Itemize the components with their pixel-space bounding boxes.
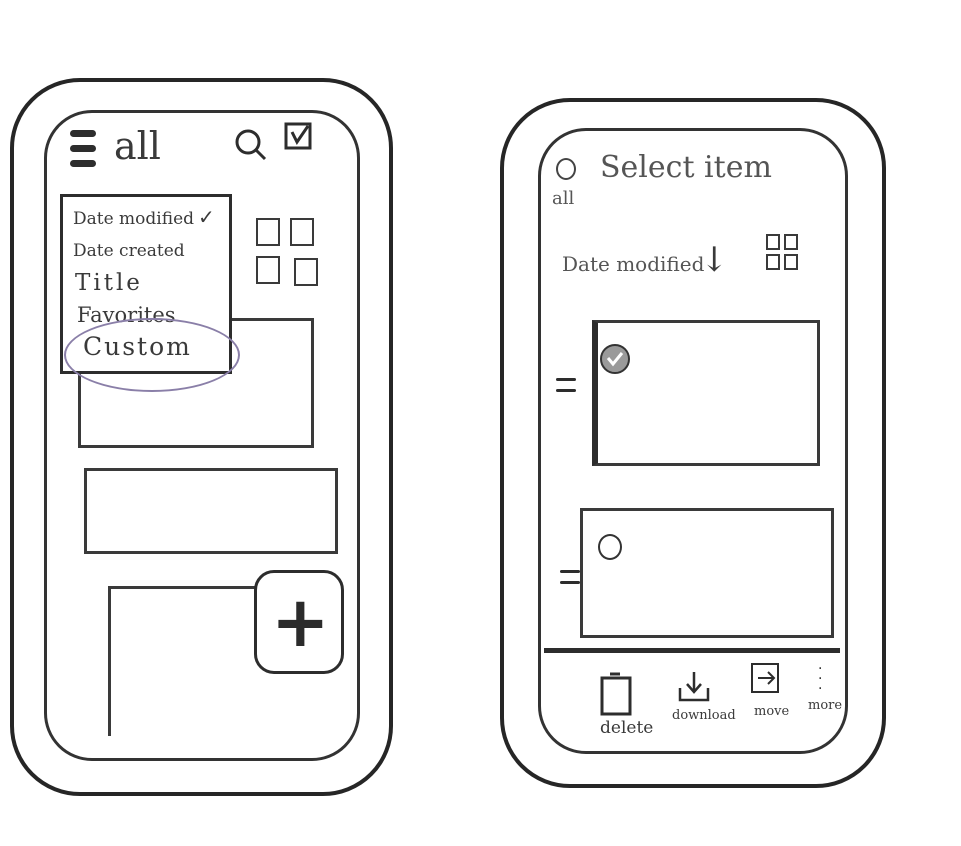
- add-button[interactable]: +: [254, 570, 344, 674]
- sort-option-label: Title: [75, 270, 143, 296]
- folder-title: all: [114, 124, 161, 168]
- drag-handle-icon[interactable]: [556, 376, 578, 396]
- download-label: download: [672, 708, 736, 723]
- sort-option-label: Date created: [73, 241, 185, 261]
- sort-option-title[interactable]: Title: [75, 269, 143, 297]
- select-mode-icon[interactable]: [282, 120, 316, 154]
- sort-label[interactable]: Date modified: [562, 252, 705, 276]
- note-card-selected[interactable]: [592, 320, 820, 466]
- note-card[interactable]: [84, 468, 338, 554]
- left-phone-screen: [44, 110, 360, 761]
- check-mark-icon: ✓: [198, 205, 215, 229]
- sort-option-label: Date modified: [73, 209, 195, 229]
- delete-label: delete: [600, 718, 654, 738]
- bottom-bar-divider: [544, 648, 840, 653]
- sort-option-date-modified[interactable]: Date modified✓: [73, 203, 215, 233]
- sort-option-date-created[interactable]: Date created: [73, 237, 185, 265]
- right-phone-frame: [500, 98, 886, 788]
- move-button[interactable]: move: [744, 660, 800, 730]
- trash-icon: [600, 672, 632, 716]
- more-button[interactable]: ··· more: [808, 660, 842, 730]
- note-card[interactable]: [580, 508, 834, 638]
- folder-subtitle: all: [552, 188, 575, 209]
- right-phone-screen: [538, 128, 848, 754]
- left-phone-frame: [10, 78, 393, 796]
- delete-button[interactable]: delete: [594, 672, 653, 742]
- custom-highlight-circle: [64, 318, 240, 392]
- plus-icon: +: [271, 581, 330, 663]
- more-label: more: [808, 698, 843, 713]
- selected-checkbox-icon[interactable]: [600, 344, 630, 374]
- sort-direction-icon[interactable]: ↓: [700, 240, 729, 280]
- download-button[interactable]: download: [672, 668, 742, 738]
- unselected-radio[interactable]: [598, 534, 622, 560]
- grid-view-icon[interactable]: [256, 218, 322, 290]
- download-icon: [678, 672, 710, 702]
- grid-view-icon[interactable]: [766, 234, 802, 274]
- select-all-radio[interactable]: [556, 158, 576, 180]
- select-mode-title: Select item: [600, 150, 772, 185]
- more-icon: ···: [818, 661, 823, 697]
- hamburger-menu-icon[interactable]: [70, 126, 100, 170]
- drag-handle-icon[interactable]: [560, 568, 582, 588]
- search-icon[interactable]: [232, 124, 272, 164]
- move-icon: [751, 663, 779, 693]
- move-label: move: [754, 704, 790, 719]
